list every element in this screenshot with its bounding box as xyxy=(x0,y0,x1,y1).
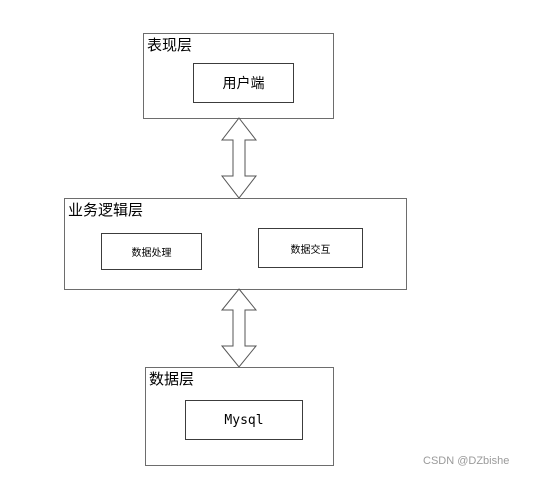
mysql-box: Mysql xyxy=(185,400,303,440)
data-interaction-box: 数据交互 xyxy=(258,228,363,268)
presentation-layer: 表现层 用户端 xyxy=(143,33,334,119)
watermark: CSDN @DZbishe xyxy=(423,455,510,467)
bidirectional-arrow-top xyxy=(220,117,258,199)
business-logic-layer: 业务逻辑层 数据处理 数据交互 xyxy=(64,198,407,290)
data-layer: 数据层 Mysql xyxy=(145,367,334,466)
client-box: 用户端 xyxy=(193,63,294,103)
business-logic-layer-title: 业务逻辑层 xyxy=(68,201,144,219)
presentation-layer-title: 表现层 xyxy=(147,36,193,54)
bidirectional-arrow-bottom xyxy=(220,288,258,368)
data-layer-title: 数据层 xyxy=(149,370,195,388)
data-processing-box: 数据处理 xyxy=(101,233,202,270)
